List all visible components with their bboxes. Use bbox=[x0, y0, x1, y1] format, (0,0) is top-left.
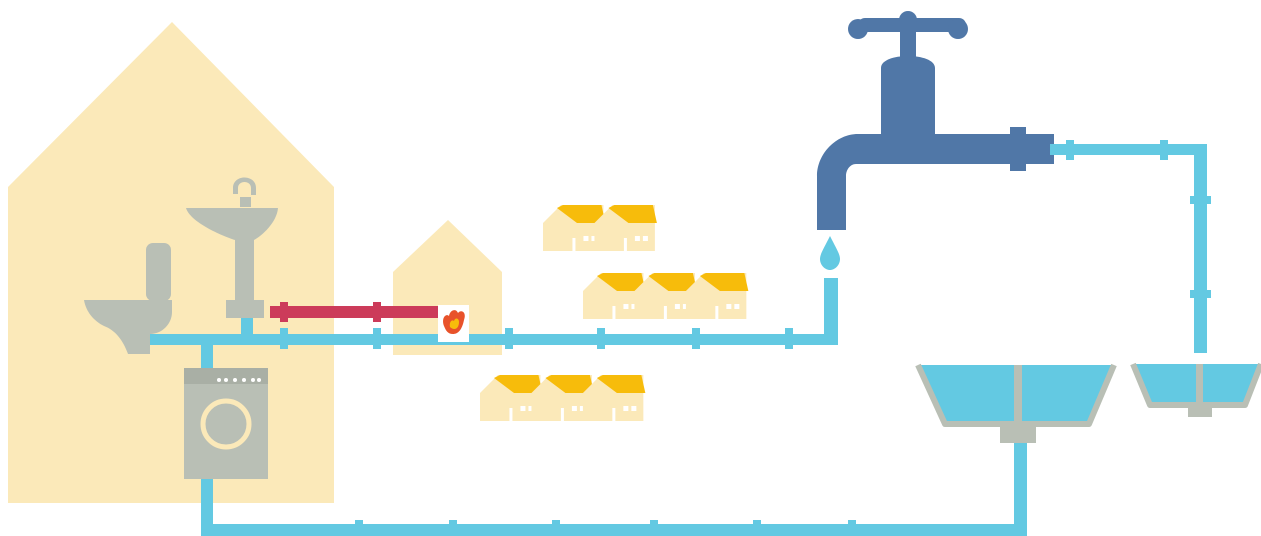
drain-pipe-joints bbox=[355, 520, 856, 536]
reservoir-basin-icon bbox=[915, 363, 1117, 443]
water-heater-icon bbox=[438, 305, 469, 342]
neighbourhood-houses bbox=[480, 205, 749, 421]
small-house-icon bbox=[531, 375, 594, 421]
supply-pipe bbox=[150, 278, 838, 345]
washing-machine-icon bbox=[184, 368, 268, 479]
small-house-icon bbox=[543, 205, 606, 251]
small-house-icon bbox=[583, 273, 646, 319]
hot-water-pipe bbox=[270, 302, 445, 322]
small-house-icon bbox=[480, 375, 543, 421]
supply-pipe-joints bbox=[280, 328, 793, 349]
source-pipe bbox=[1050, 144, 1207, 353]
small-house-icon bbox=[685, 273, 749, 319]
small-house-icon bbox=[582, 375, 646, 421]
source-pipe-joints bbox=[1066, 140, 1211, 298]
water-drop-icon bbox=[820, 236, 840, 270]
small-house-icon bbox=[634, 273, 697, 319]
tap-icon bbox=[817, 11, 1054, 230]
heater-building bbox=[393, 220, 502, 355]
toilet-icon bbox=[84, 243, 172, 354]
reservoir-basin-icon bbox=[1130, 362, 1261, 417]
sink-icon bbox=[186, 177, 278, 318]
small-house-icon bbox=[594, 205, 657, 251]
